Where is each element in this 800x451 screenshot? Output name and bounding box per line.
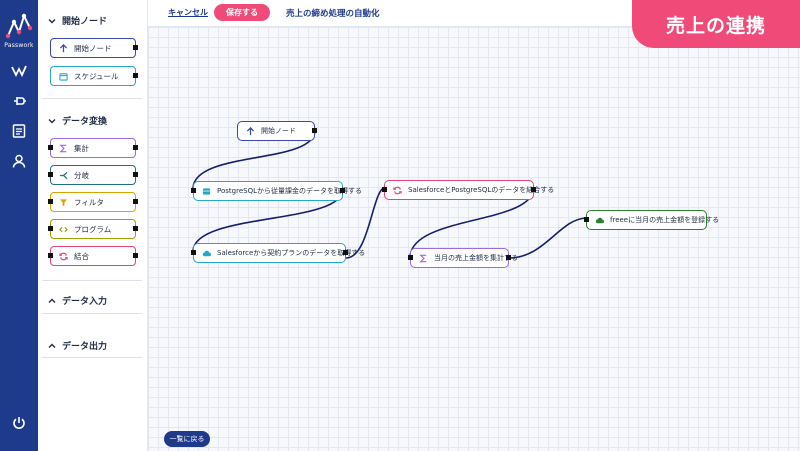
output-port[interactable] <box>340 188 345 193</box>
palette-item-filter[interactable]: フィルタ <box>48 192 138 212</box>
flow-canvas[interactable] <box>148 27 800 451</box>
flow-node-freee[interactable]: freeeに当月の売上金額を登録する <box>584 210 719 230</box>
section-title: データ入力 <box>62 297 108 307</box>
section-start-nodes[interactable]: 開始ノード <box>48 14 107 27</box>
calendar-icon <box>59 72 68 81</box>
user-icon[interactable] <box>11 153 27 169</box>
input-port[interactable] <box>48 226 53 231</box>
input-port[interactable] <box>191 250 196 255</box>
output-port[interactable] <box>133 199 138 204</box>
palette-item-start-node[interactable]: 開始ノード <box>50 38 138 58</box>
input-port[interactable] <box>408 255 413 260</box>
code-icon <box>59 226 68 232</box>
chevron-down-icon <box>48 18 56 23</box>
output-port[interactable] <box>506 255 511 260</box>
section-title: 開始ノード <box>62 17 108 27</box>
flow-title[interactable]: 売上の締め処理の自動化 <box>286 9 380 19</box>
save-button[interactable]: 保存する <box>214 4 270 21</box>
section-title: データ変換 <box>62 117 108 127</box>
section-title: データ出力 <box>62 342 108 352</box>
output-port[interactable] <box>133 253 138 258</box>
output-port[interactable] <box>531 187 536 192</box>
sigma-icon <box>419 254 427 262</box>
document-icon[interactable] <box>11 123 27 139</box>
section-data-transform[interactable]: データ変換 <box>48 114 107 127</box>
output-port[interactable] <box>312 128 317 133</box>
section-divider <box>42 357 142 358</box>
palette-item-merge[interactable]: 結合 <box>48 246 138 266</box>
flow-node-aggregate[interactable]: 当月の売上金額を集計する <box>408 248 518 268</box>
palette-item-program[interactable]: プログラム <box>48 219 138 239</box>
output-port[interactable] <box>133 172 138 177</box>
cloud-icon <box>595 217 604 223</box>
input-port[interactable] <box>48 172 53 177</box>
merge-icon <box>59 252 68 260</box>
output-port[interactable] <box>133 226 138 231</box>
flow-node-start[interactable]: 開始ノード <box>237 121 317 141</box>
palette-item-branch[interactable]: 分岐 <box>48 165 138 185</box>
funnel-icon <box>59 198 68 206</box>
input-port[interactable] <box>584 217 589 222</box>
output-port[interactable] <box>343 250 348 255</box>
palette-item-schedule[interactable]: スケジュール <box>50 66 138 86</box>
input-port[interactable] <box>382 187 387 192</box>
input-port[interactable] <box>48 199 53 204</box>
database-icon <box>202 187 211 195</box>
passwork-logo[interactable] <box>4 10 34 44</box>
chevron-down-icon <box>48 118 56 123</box>
output-port[interactable] <box>133 45 138 50</box>
input-port[interactable] <box>191 188 196 193</box>
plug-icon[interactable] <box>11 93 27 109</box>
section-divider <box>42 280 142 281</box>
section-divider <box>42 313 142 314</box>
arrow-up-icon <box>59 43 68 52</box>
feature-banner: 売上の連携 <box>632 0 800 48</box>
section-data-output[interactable]: データ出力 <box>48 339 107 352</box>
section-data-input[interactable]: データ入力 <box>48 294 107 307</box>
input-port[interactable] <box>48 145 53 150</box>
sigma-icon <box>59 144 67 152</box>
arrow-up-icon <box>246 126 255 135</box>
chevron-up-icon <box>48 343 56 348</box>
power-icon[interactable] <box>11 415 27 431</box>
flow-node-join[interactable]: SalesforceとPostgreSQLのデータを結合する <box>382 180 554 200</box>
output-port[interactable] <box>133 73 138 78</box>
section-divider <box>42 98 142 99</box>
app-rail: Passwork <box>0 0 38 451</box>
flow-node-salesforce[interactable]: Salesforceから契約プランのデータを取得する <box>191 243 365 263</box>
cancel-link[interactable]: キャンセル <box>168 8 208 17</box>
chevron-up-icon <box>48 298 56 303</box>
output-port[interactable] <box>133 145 138 150</box>
logo-text: Passwork <box>4 42 34 49</box>
merge-icon <box>393 186 402 194</box>
branch-icon <box>59 171 68 179</box>
input-port[interactable] <box>48 253 53 258</box>
cloud-icon <box>202 250 211 256</box>
node-palette: 開始ノード 開始ノード スケジュール データ変換 集計 分岐 フィルタ プログラ… <box>38 0 148 451</box>
palette-item-aggregate[interactable]: 集計 <box>48 138 138 158</box>
activity-icon[interactable] <box>11 63 27 79</box>
back-to-list-button[interactable]: 一覧に戻る <box>164 431 210 447</box>
flow-node-postgres[interactable]: PostgreSQLから従量課金のデータを取得する <box>191 181 362 201</box>
